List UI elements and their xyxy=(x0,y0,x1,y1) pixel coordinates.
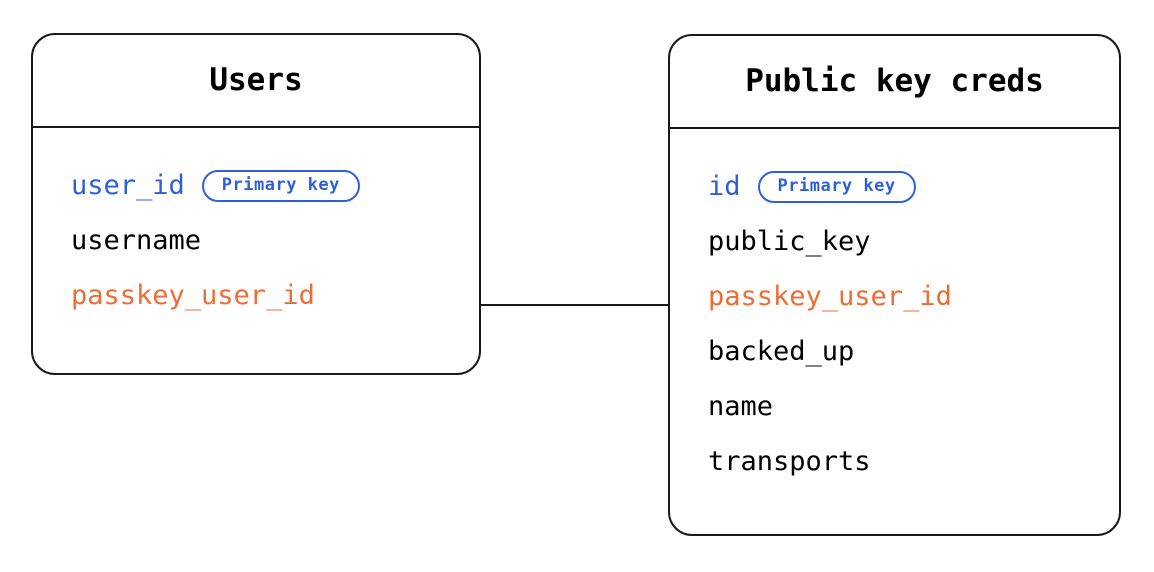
field-label-public-key: public_key xyxy=(708,226,871,257)
entity-title-public-key-creds: Public key creds xyxy=(745,63,1044,99)
field-label-transports: transports xyxy=(708,446,871,477)
field-row-id[interactable]: id Primary key xyxy=(670,159,1119,214)
entity-card-public-key-creds[interactable]: Public key creds id Primary key public_k… xyxy=(668,34,1121,536)
field-row-backed-up[interactable]: backed_up xyxy=(670,324,1119,379)
field-label-user-id: user_id xyxy=(71,170,185,201)
primary-key-badge-label: Primary key xyxy=(221,175,340,195)
entity-header-users: Users xyxy=(33,35,479,128)
field-label-name: name xyxy=(708,391,774,422)
primary-key-badge-label: Primary key xyxy=(777,176,896,196)
entity-title-users: Users xyxy=(209,62,303,98)
field-label-passkey-user-id: passkey_user_id xyxy=(71,280,315,311)
field-row-public-key[interactable]: public_key xyxy=(670,214,1119,269)
field-label-id: id xyxy=(708,171,741,202)
field-row-username[interactable]: username xyxy=(33,213,479,268)
entity-field-list-public-key-creds: id Primary key public_key passkey_user_i… xyxy=(670,129,1119,489)
field-label-backed-up: backed_up xyxy=(708,336,855,367)
field-row-name[interactable]: name xyxy=(670,379,1119,434)
field-row-passkey-user-id[interactable]: passkey_user_id xyxy=(670,269,1119,324)
entity-field-list-users: user_id Primary key username passkey_use… xyxy=(33,128,479,323)
field-label-passkey-user-id: passkey_user_id xyxy=(708,281,952,312)
primary-key-badge: Primary key xyxy=(201,169,360,202)
field-row-user-id[interactable]: user_id Primary key xyxy=(33,158,479,213)
entity-header-public-key-creds: Public key creds xyxy=(670,36,1119,129)
field-label-username: username xyxy=(71,225,202,256)
field-row-passkey-user-id[interactable]: passkey_user_id xyxy=(33,268,479,323)
primary-key-badge: Primary key xyxy=(757,170,916,203)
field-row-transports[interactable]: transports xyxy=(670,434,1119,489)
entity-card-users[interactable]: Users user_id Primary key username passk… xyxy=(31,33,481,375)
relationship-line-users-to-public-key-creds[interactable] xyxy=(479,304,670,306)
